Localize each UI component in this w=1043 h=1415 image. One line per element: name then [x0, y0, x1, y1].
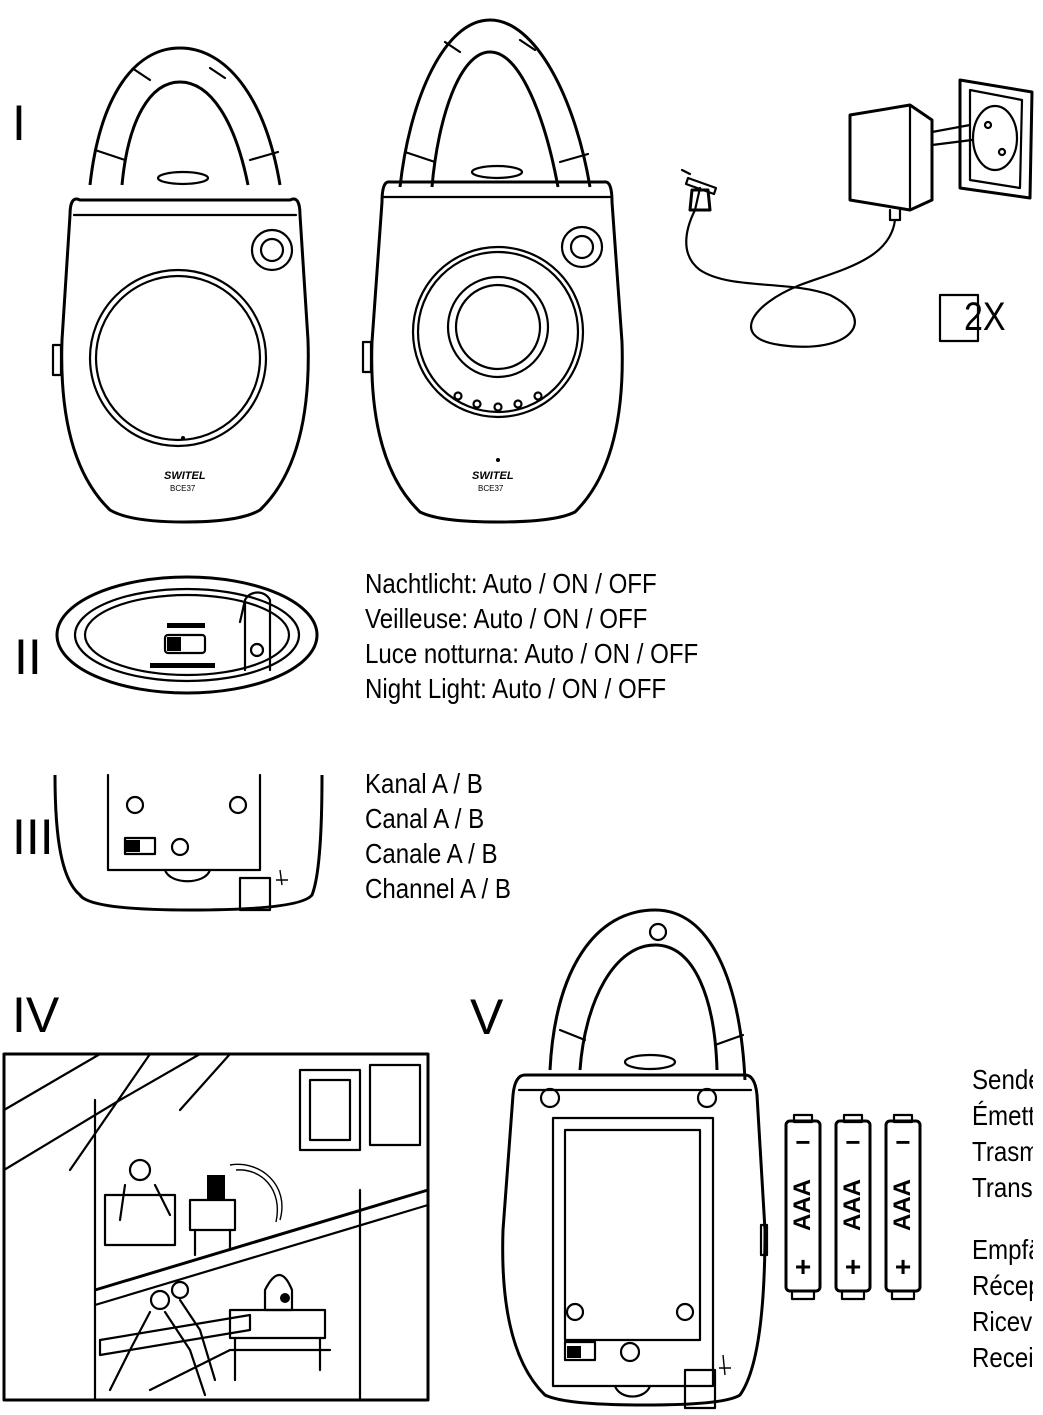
- battery-2: − AAA +: [836, 1121, 870, 1291]
- battery-compartment-illustration: [495, 900, 785, 1410]
- transmitter-caption-de: Sende: [972, 1064, 1033, 1095]
- receiver-caption-en: Recei: [972, 1342, 1034, 1373]
- night-light-switch-illustration: [55, 570, 325, 700]
- battery-2-minus: −: [845, 1127, 861, 1157]
- aaa-batteries-group: − AAA + − AAA + − AAA +: [780, 1113, 920, 1303]
- night-light-caption-en: Night Light: Auto / ON / OFF: [365, 673, 667, 704]
- transmitter-model: BCE37: [170, 484, 196, 493]
- battery-1-label: AAA: [789, 1179, 816, 1231]
- night-light-caption-it: Luce notturna: Auto / ON / OFF: [365, 638, 699, 669]
- battery-3-minus: −: [895, 1127, 911, 1157]
- channel-captions: Kanal A / B Canal A / B Canale A / B Cha…: [365, 766, 511, 906]
- channel-switch-illustration: [50, 770, 330, 920]
- house-placement-illustration: [0, 1050, 432, 1406]
- battery-3-plus: +: [894, 1251, 912, 1282]
- section-label-3: III: [12, 809, 54, 865]
- transmitter-caption-fr: Émett: [972, 1100, 1034, 1131]
- receiver-model: BCE37: [478, 484, 504, 493]
- section-label-5: V: [470, 989, 504, 1045]
- battery-2-plus: +: [844, 1251, 862, 1282]
- battery-1-minus: −: [795, 1127, 811, 1157]
- battery-3: − AAA +: [886, 1121, 920, 1291]
- section-label-4: IV: [12, 987, 60, 1043]
- receiver-front-illustration: [360, 12, 640, 532]
- section-label-1: I: [12, 95, 26, 151]
- receiver-caption-fr: Récep: [972, 1270, 1033, 1301]
- night-light-caption-fr: Veilleuse: Auto / ON / OFF: [365, 603, 648, 634]
- channel-caption-it: Canale A / B: [365, 838, 498, 869]
- receiver-brand: SWITEL: [472, 470, 514, 482]
- aaa-batteries-outline: [780, 1113, 920, 1303]
- receiver-captions: Empfä Récep Ricev Recei: [972, 1232, 1043, 1376]
- channel-caption-fr: Canal A / B: [365, 803, 485, 834]
- transmitter-captions: Sende Émett Trasm Trans: [972, 1062, 1043, 1206]
- battery-1-plus: +: [794, 1251, 812, 1282]
- battery-2-label: AAA: [839, 1179, 866, 1231]
- transmitter-front-illustration: [50, 40, 330, 530]
- transmitter-caption-it: Trasm: [972, 1136, 1034, 1167]
- night-light-captions: Nachtlicht: Auto / ON / OFF Veilleuse: A…: [365, 566, 698, 706]
- receiver-caption-de: Empfä: [972, 1234, 1033, 1265]
- battery-1: − AAA +: [786, 1121, 820, 1291]
- receiver-caption-it: Ricev: [972, 1306, 1033, 1337]
- transmitter-caption-en: Trans: [972, 1172, 1033, 1203]
- channel-caption-en: Channel A / B: [365, 873, 511, 904]
- channel-caption-de: Kanal A / B: [365, 768, 483, 799]
- night-light-caption-de: Nachtlicht: Auto / ON / OFF: [365, 568, 657, 599]
- adapter-quantity: 2X: [964, 295, 1006, 339]
- power-adapter-illustration: [670, 70, 1040, 370]
- section-label-2: II: [14, 629, 42, 685]
- transmitter-brand: SWITEL: [164, 470, 206, 482]
- battery-3-label: AAA: [889, 1179, 916, 1231]
